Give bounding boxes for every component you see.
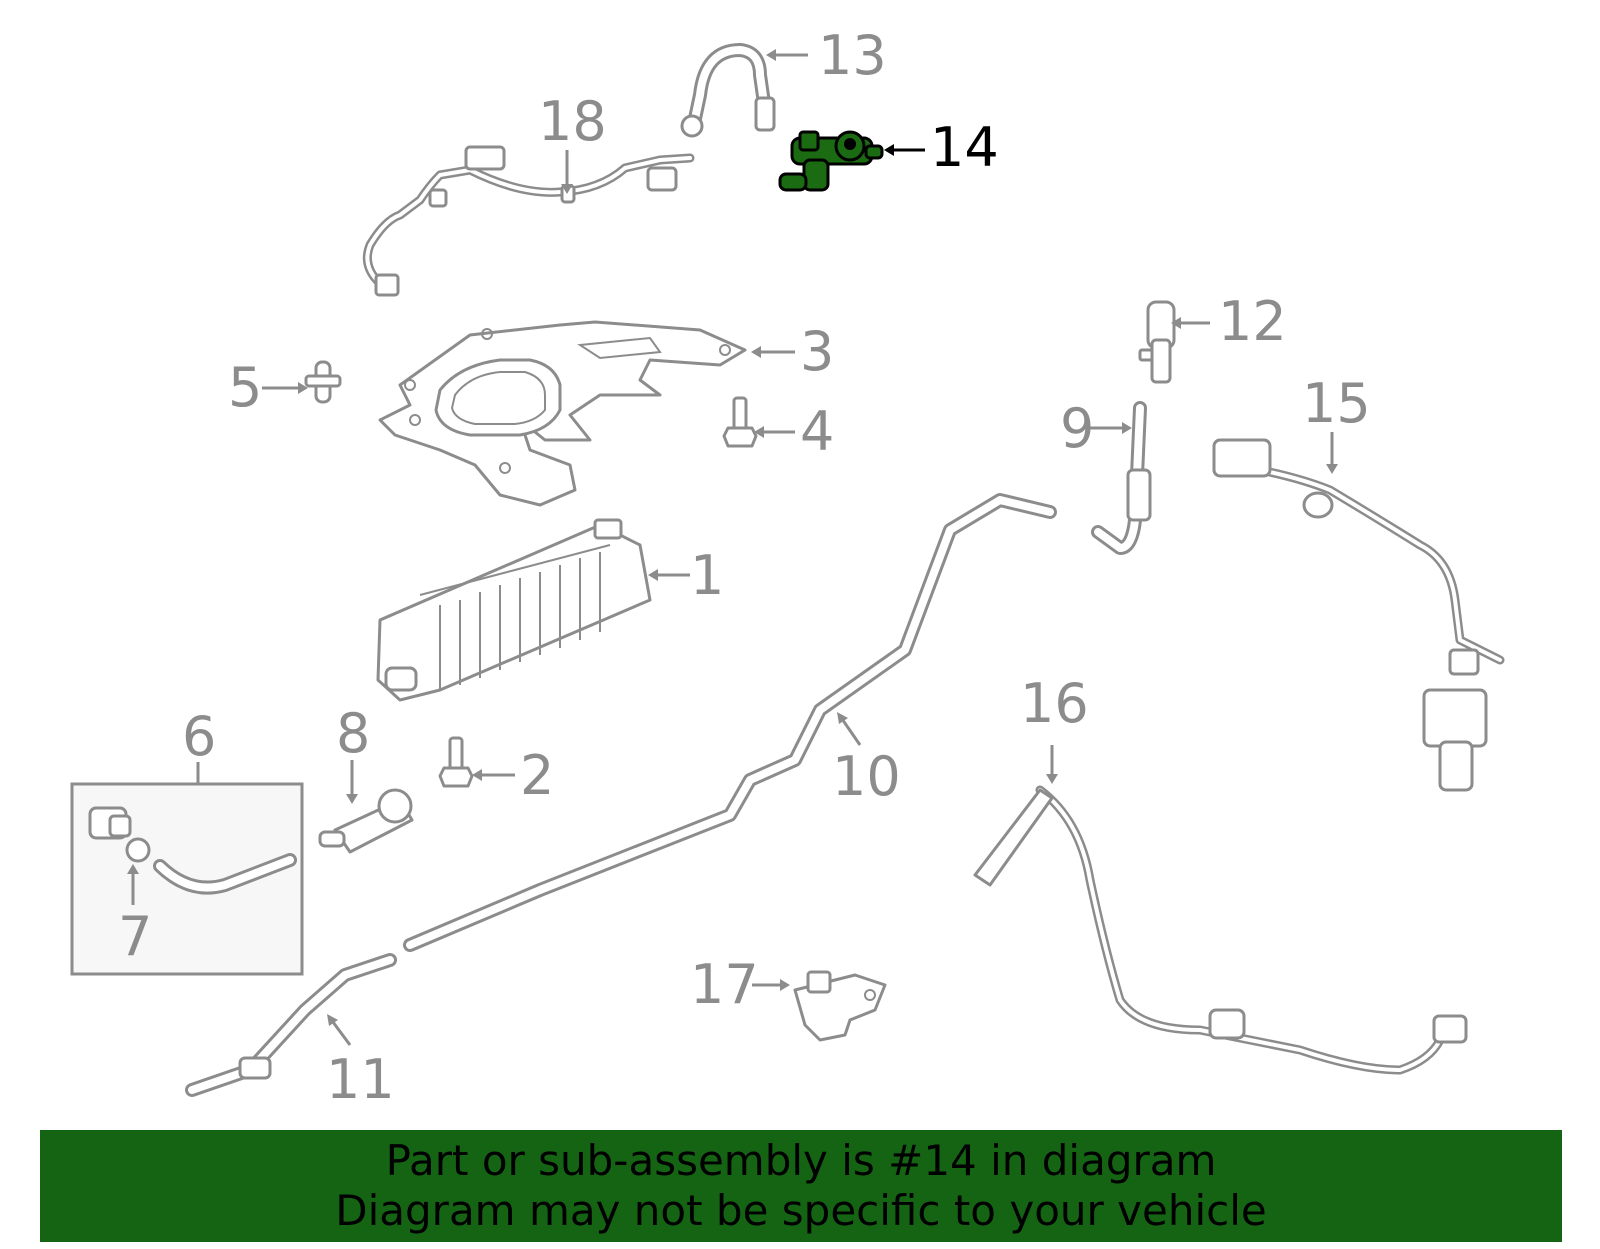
part-10-tube[interactable] [403, 493, 1057, 952]
callout-4[interactable]: 4 [800, 400, 834, 463]
part-9-tube[interactable] [1091, 401, 1152, 555]
callout-2[interactable]: 2 [520, 744, 554, 807]
callout-17[interactable]: 17 [690, 953, 759, 1016]
callout-6[interactable]: 6 [182, 705, 216, 768]
callout-8[interactable]: 8 [336, 702, 370, 765]
callout-18[interactable]: 18 [538, 90, 607, 153]
callout-leaders [127, 49, 1338, 1046]
part-18-harness[interactable] [362, 145, 695, 297]
part-16-sensor[interactable] [973, 785, 1468, 1075]
part-4-bolt[interactable] [722, 396, 758, 448]
part-12-connector[interactable] [1138, 300, 1176, 384]
part-11-tube[interactable] [185, 953, 397, 1097]
callout-1[interactable]: 1 [690, 544, 724, 607]
callout-15[interactable]: 15 [1302, 372, 1371, 435]
callout-labels: 13 14 18 3 5 4 12 9 15 1 8 2 6 7 10 16 1… [118, 24, 1371, 1111]
callout-14[interactable]: 14 [930, 116, 999, 179]
part-8-valve[interactable] [318, 788, 414, 854]
part-1-canister[interactable] [376, 518, 652, 702]
info-banner: Part or sub-assembly is #14 in diagram D… [40, 1130, 1562, 1242]
part-13-hose[interactable] [680, 43, 776, 138]
banner-line-1: Part or sub-assembly is #14 in diagram [385, 1136, 1217, 1185]
part-5-push-pin[interactable] [304, 360, 342, 404]
part-17-sensor[interactable] [793, 970, 887, 1042]
part-14-highlighted[interactable] [778, 130, 884, 192]
parts-diagram: 13 14 18 3 5 4 12 9 15 1 8 2 6 7 10 16 1… [70, 24, 1505, 1111]
callout-3[interactable]: 3 [800, 320, 834, 383]
callout-9[interactable]: 9 [1060, 397, 1094, 460]
callout-16[interactable]: 16 [1020, 672, 1089, 735]
banner-line-2: Diagram may not be specific to your vehi… [335, 1186, 1267, 1235]
callout-11[interactable]: 11 [326, 1048, 395, 1111]
callout-10[interactable]: 10 [832, 745, 901, 808]
part-15-sensor[interactable] [1212, 438, 1505, 792]
part-2-bolt[interactable] [438, 736, 474, 788]
callout-7[interactable]: 7 [118, 905, 152, 968]
part-3-bracket[interactable] [378, 320, 747, 507]
callout-5[interactable]: 5 [228, 356, 262, 419]
callout-13[interactable]: 13 [818, 24, 887, 87]
callout-12[interactable]: 12 [1218, 290, 1287, 353]
part-6-hose-kit[interactable] [70, 782, 304, 976]
